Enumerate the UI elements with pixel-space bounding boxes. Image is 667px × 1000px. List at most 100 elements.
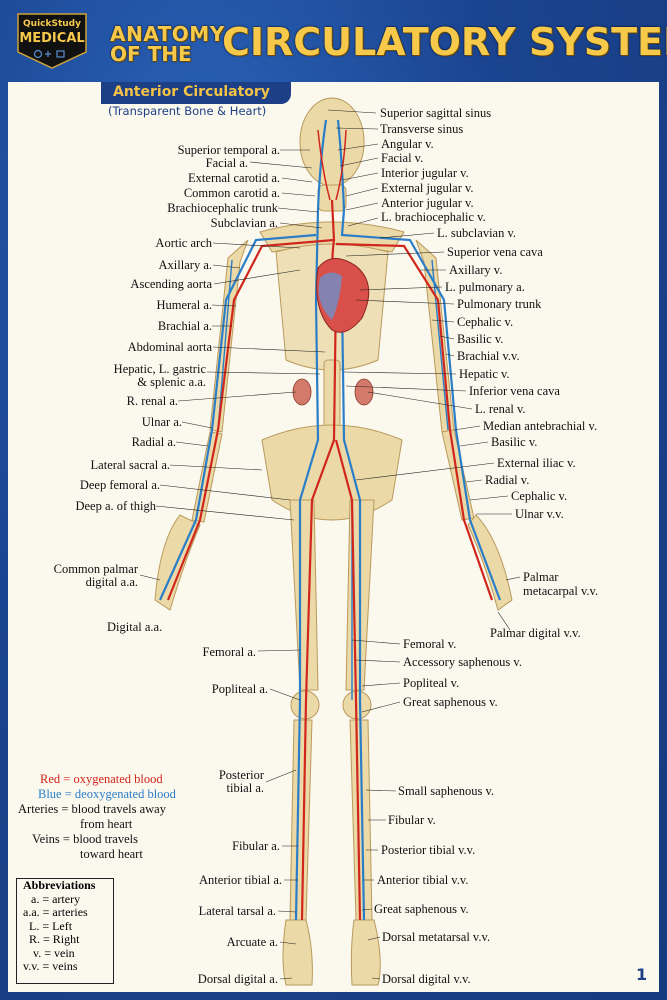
label-brachial-artery: Brachial a.	[157, 319, 212, 333]
label-common-palmar-digital-2: digital a.a.	[85, 575, 138, 589]
veins	[158, 119, 502, 921]
kidneys	[292, 378, 374, 406]
label-posterior-tibial-artery-2: tibial a.	[226, 781, 265, 795]
leader-lines	[139, 109, 521, 980]
legend-arteries-2: from heart	[80, 817, 133, 831]
label-digital-arteries: Digital a.a.	[107, 620, 163, 634]
label-brachiocephalic-trunk: Brachiocephalic trunk	[167, 201, 278, 215]
label-dorsal-digital-artery: Dorsal digital a.	[197, 972, 278, 986]
quickstudy-medical-logo: QuickStudy MEDICAL	[17, 13, 87, 69]
label-ulnar-artery: Ulnar a.	[141, 415, 182, 429]
legend-blue-text: = deoxygenated blood	[61, 787, 176, 801]
label-inferior-vena-cava: Inferior vena cava	[469, 384, 560, 398]
abbreviations-box: Abbreviations a. = artery a.a. = arterie…	[16, 878, 114, 984]
label-humeral-artery: Humeral a.	[156, 298, 212, 312]
label-facial-vein: Facial v.	[381, 151, 424, 165]
legend-veins-1: Veins = blood travels	[32, 832, 138, 846]
label-left-brachiocephalic-vein: L. brachiocephalic v.	[381, 210, 486, 224]
label-femoral-vein: Femoral v.	[403, 637, 457, 651]
label-arcuate-artery: Arcuate a.	[226, 935, 278, 949]
header: QuickStudy MEDICAL ANATOMY OF THE CIRCUL…	[0, 0, 667, 82]
label-transverse-sinus: Transverse sinus	[380, 122, 464, 136]
subtitle-main: Anterior Circulatory	[113, 84, 270, 100]
label-superior-vena-cava: Superior vena cava	[447, 245, 543, 259]
abbr-row: a.a. = arteries	[23, 905, 88, 919]
label-pulmonary-trunk: Pulmonary trunk	[457, 297, 542, 311]
label-popliteal-artery: Popliteal a.	[211, 682, 268, 696]
label-fibular-vein: Fibular v.	[388, 813, 436, 827]
label-hepatic-vein: Hepatic v.	[459, 367, 510, 381]
label-anterior-jugular-vein: Anterior jugular v.	[381, 196, 474, 210]
label-left-subclavian-vein: L. subclavian v.	[437, 226, 517, 240]
label-common-carotid-artery: Common carotid a.	[183, 186, 280, 200]
legend-blue-key: Blue	[38, 787, 62, 801]
label-interior-jugular-vein: Interior jugular v.	[381, 166, 469, 180]
label-left-renal-vein: L. renal v.	[475, 402, 526, 416]
abbr-row: v. = vein	[33, 945, 75, 960]
label-cephalic-vein-2: Cephalic v.	[511, 489, 568, 503]
label-great-saphenous-vein: Great saphenous v.	[403, 695, 498, 709]
label-radial-artery: Radial a.	[131, 435, 176, 449]
abbreviations-title: Abbreviations	[23, 878, 96, 892]
label-axillary-artery: Axillary a.	[158, 258, 212, 272]
legend-red-text: = oxygenated blood	[60, 772, 163, 786]
label-posterior-tibial-artery: Posterior	[218, 768, 264, 782]
label-angular-vein: Angular v.	[381, 137, 434, 151]
label-small-saphenous-vein: Small saphenous v.	[398, 784, 495, 798]
legend-red-row: Red = oxygenated blood	[14, 772, 204, 787]
label-median-antebrachial-vein: Median antebrachial v.	[483, 419, 598, 433]
label-lateral-sacral-artery: Lateral sacral a.	[90, 458, 170, 472]
label-radial-vein: Radial v.	[485, 473, 530, 487]
label-palmar-metacarpal-veins-2: metacarpal v.v.	[523, 584, 599, 598]
legend-blue-row: Blue = deoxygenated blood	[14, 787, 204, 802]
label-fibular-artery: Fibular a.	[232, 839, 280, 853]
legend-veins-2: toward heart	[80, 847, 143, 861]
label-anterior-tibial-veins: Anterior tibial v.v.	[377, 873, 469, 887]
label-basilic-vein: Basilic v.	[457, 332, 504, 346]
label-hepatic-gastric-splenic-2: & splenic a.a.	[137, 375, 206, 389]
label-left-pulmonary-artery: L. pulmonary a.	[445, 280, 525, 294]
label-dorsal-digital-veins: Dorsal digital v.v.	[382, 972, 471, 986]
label-ascending-aorta: Ascending aorta	[130, 277, 212, 291]
skeleton	[154, 97, 513, 986]
label-dorsal-metatarsal-veins: Dorsal metatarsal v.v.	[382, 930, 491, 944]
label-palmar-digital-veins: Palmar digital v.v.	[490, 626, 581, 640]
label-brachial-veins: Brachial v.v.	[457, 349, 520, 363]
title-of-the: OF THE	[110, 42, 192, 66]
label-external-carotid-artery: External carotid a.	[188, 171, 280, 185]
label-posterior-tibial-veins: Posterior tibial v.v.	[381, 843, 476, 857]
label-cephalic-vein: Cephalic v.	[457, 315, 514, 329]
label-right-renal-artery: R. renal a.	[126, 394, 178, 408]
heart	[316, 258, 370, 333]
label-superior-sagittal-sinus: Superior sagittal sinus	[380, 106, 492, 120]
label-ulnar-veins: Ulnar v.v.	[515, 507, 564, 521]
label-subclavian-artery: Subclavian a.	[210, 216, 278, 230]
color-legend: Red = oxygenated blood Blue = deoxygenat…	[14, 772, 204, 862]
page-title: CIRCULATORY SYSTEM	[222, 20, 667, 64]
label-abdominal-aorta: Abdominal aorta	[127, 340, 212, 354]
label-external-iliac-vein: External iliac v.	[497, 456, 576, 470]
legend-red-key: Red	[40, 772, 61, 786]
label-external-jugular-vein: External jugular v.	[381, 181, 474, 195]
svg-text:MEDICAL: MEDICAL	[19, 31, 84, 46]
label-axillary-vein: Axillary v.	[449, 263, 503, 277]
label-palmar-metacarpal-veins: Palmar	[523, 570, 559, 584]
label-deep-artery-of-thigh: Deep a. of thigh	[75, 499, 156, 513]
label-lateral-tarsal-artery: Lateral tarsal a.	[198, 904, 276, 918]
svg-text:QuickStudy: QuickStudy	[23, 19, 81, 29]
abbr-row: a. = artery	[31, 891, 81, 906]
label-anterior-tibial-artery: Anterior tibial a.	[199, 873, 282, 887]
abbr-row: L. = Left	[29, 918, 73, 933]
label-great-saphenous-vein-2: Great saphenous v.	[374, 902, 469, 916]
label-hepatic-gastric-splenic: Hepatic, L. gastric	[113, 362, 206, 376]
page-number: 1	[636, 965, 648, 984]
label-femoral-artery: Femoral a.	[202, 645, 256, 659]
legend-arteries-1: Arteries = blood travels away	[18, 802, 166, 816]
abbr-row: R. = Right	[29, 932, 80, 946]
label-popliteal-vein: Popliteal v.	[403, 676, 460, 690]
subtitle-sub: (Transparent Bone & Heart)	[108, 104, 267, 118]
subtitle-banner: Anterior Circulatory	[101, 82, 291, 104]
label-accessory-saphenous-vein: Accessory saphenous v.	[403, 655, 522, 669]
